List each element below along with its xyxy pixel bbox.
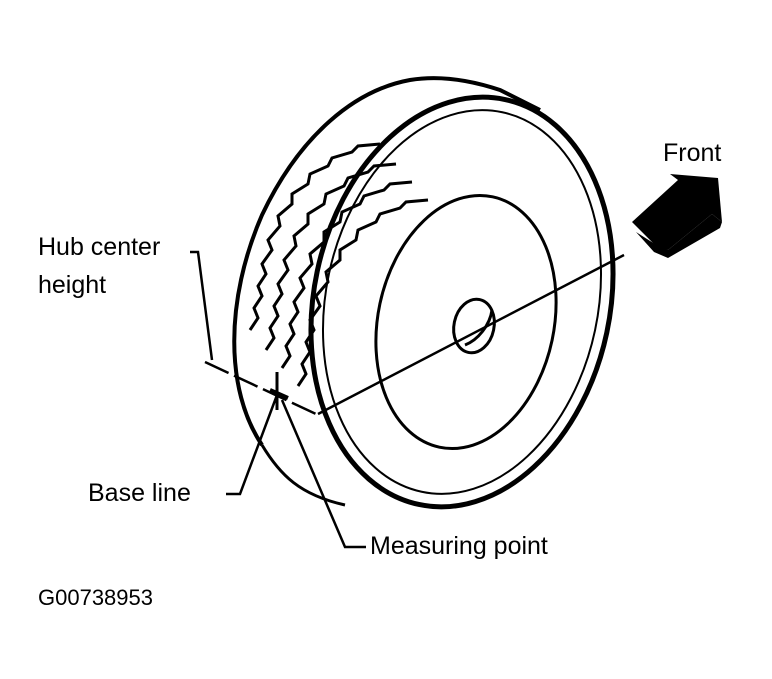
front-arrow-icon [632,174,722,258]
front-label: Front [663,139,722,167]
tire-sidewall [308,94,616,510]
hub-center-height-label-line1: Hub center [38,233,161,261]
tread-grooves [248,142,429,387]
tire-tread [232,76,541,507]
leader-measuring-point [280,399,366,549]
hub [452,297,496,355]
base-line [204,360,317,416]
hub-center-line [317,253,625,416]
leader-lines [190,250,366,549]
leader-hub-center [190,250,214,361]
base-line-label: Base line [88,479,191,507]
measuring-point-label: Measuring point [370,532,548,560]
leader-base-line [226,394,279,496]
wheel-rim [374,193,558,451]
measurement-lines [204,253,625,416]
hub-center-height-label-line2: height [38,271,107,299]
figure-code: G00738953 [38,585,153,610]
